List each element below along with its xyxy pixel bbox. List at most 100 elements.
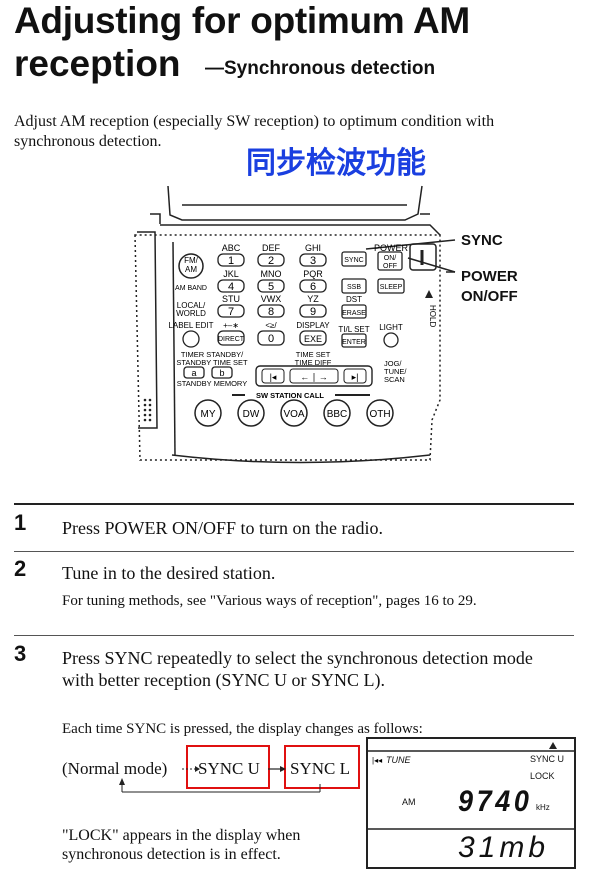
svg-text:2: 2 xyxy=(268,255,274,267)
svg-text:JOG/: JOG/ xyxy=(384,359,402,368)
power-key[interactable]: ON/ OFF xyxy=(377,251,403,271)
chinese-annotation: 同步检波功能 xyxy=(246,146,426,181)
exe-key[interactable] xyxy=(299,330,327,346)
step-3-text: Press SYNC repeatedly to select the sync… xyxy=(62,648,533,690)
sleep-key[interactable] xyxy=(377,278,405,294)
svg-text:VWX: VWX xyxy=(261,294,282,304)
sync-key[interactable]: SYNC xyxy=(341,251,367,267)
svg-text:SLEEP: SLEEP xyxy=(380,284,403,291)
radio-keypad-illustration: FM/ AM ABC DEF GHI 1 2 3 POWER SYNC ON/ … xyxy=(134,185,456,464)
key-0[interactable] xyxy=(257,330,285,346)
svg-text:ON/: ON/ xyxy=(384,255,397,262)
erase-key[interactable] xyxy=(341,304,367,319)
svg-text:AM: AM xyxy=(185,265,197,274)
svg-text:TUNE/: TUNE/ xyxy=(384,367,407,376)
svg-text:DIRECT: DIRECT xyxy=(218,336,245,343)
svg-text:3: 3 xyxy=(310,255,316,267)
ssb-key[interactable] xyxy=(341,278,367,294)
lcd-band: AM xyxy=(402,797,416,807)
svg-text:VOA: VOA xyxy=(283,409,304,420)
my-key[interactable] xyxy=(194,399,222,427)
power-callout-line1: POWER xyxy=(461,268,518,285)
key-1[interactable] xyxy=(217,253,245,267)
svg-text:EXE: EXE xyxy=(304,334,322,344)
svg-text:YZ: YZ xyxy=(307,294,319,304)
key-b[interactable] xyxy=(211,366,233,379)
svg-text:|◂: |◂ xyxy=(270,372,277,382)
key-3[interactable] xyxy=(299,253,327,267)
svg-text:DEF: DEF xyxy=(262,243,281,253)
svg-text:PQR: PQR xyxy=(303,269,323,279)
lcd-sync-u: SYNC U xyxy=(530,754,565,764)
dw-key[interactable] xyxy=(237,399,265,427)
enter-key[interactable] xyxy=(341,333,367,348)
svg-text:4: 4 xyxy=(228,281,234,293)
power-callout-line2: ON/OFF xyxy=(461,288,518,305)
svg-text:1: 1 xyxy=(228,255,234,267)
svg-text:WORLD: WORLD xyxy=(176,309,206,318)
svg-text:SCAN: SCAN xyxy=(384,375,405,384)
step-3-number: 3 xyxy=(14,641,27,666)
svg-text:OFF: OFF xyxy=(383,263,397,270)
key-a[interactable] xyxy=(183,366,205,379)
lcd-display: |◂◂ TUNE SYNC U LOCK AM 9740 kHz 31mb xyxy=(366,737,576,869)
jog-dial[interactable]: |◂ ← ∣ → ▸| xyxy=(255,365,373,387)
step-3-subtext: Each time SYNC is pressed, the display c… xyxy=(62,721,423,737)
voa-key[interactable] xyxy=(280,399,308,427)
svg-text:STU: STU xyxy=(222,294,240,304)
svg-text:DW: DW xyxy=(243,409,260,420)
svg-text:ABC: ABC xyxy=(222,243,241,253)
step-2-text: Tune in to the desired station. xyxy=(62,563,276,583)
divider xyxy=(14,551,574,552)
divider xyxy=(14,503,574,505)
highlight-box-sync-l xyxy=(284,745,360,789)
lcd-frequency: 9740 xyxy=(458,785,533,818)
svg-text:9: 9 xyxy=(310,306,316,318)
key-4[interactable] xyxy=(217,279,245,293)
svg-text:JKL: JKL xyxy=(223,269,239,279)
svg-text:LABEL EDIT: LABEL EDIT xyxy=(168,321,213,330)
step-1-number: 1 xyxy=(14,510,27,535)
lock-note: "LOCK" appears in the display when synch… xyxy=(62,827,301,863)
bbc-key[interactable] xyxy=(323,399,351,427)
svg-text:5: 5 xyxy=(268,281,274,293)
svg-text:DST: DST xyxy=(346,295,362,304)
svg-text:+‒∗: +‒∗ xyxy=(223,321,239,330)
lcd-tune: TUNE xyxy=(386,755,411,765)
divider xyxy=(14,635,574,636)
svg-text:a: a xyxy=(191,368,196,378)
fm-am-key[interactable]: FM/ AM xyxy=(178,253,204,279)
sequence-sync-l: SYNC L xyxy=(290,759,350,778)
svg-text:HOLD: HOLD xyxy=(428,305,437,327)
svg-text:MY: MY xyxy=(201,409,216,420)
svg-text:TIME DIFF: TIME DIFF xyxy=(295,358,332,367)
svg-text:6: 6 xyxy=(310,281,316,293)
svg-text:▸|: ▸| xyxy=(352,372,359,382)
label-edit-key[interactable] xyxy=(182,330,200,348)
oth-key[interactable] xyxy=(366,399,394,427)
page-title-line1: Adjusting for optimum AM xyxy=(14,0,470,41)
lcd-lock: LOCK xyxy=(530,771,555,781)
svg-text:7: 7 xyxy=(228,306,234,318)
direct-key[interactable] xyxy=(217,330,245,346)
intro-text: Adjust AM reception (especially SW recep… xyxy=(14,113,495,150)
key-6[interactable] xyxy=(299,279,327,293)
page-subtitle: —Synchronous detection xyxy=(205,58,436,79)
key-8[interactable] xyxy=(257,304,285,318)
key-9[interactable] xyxy=(299,304,327,318)
key-2[interactable] xyxy=(257,253,285,267)
svg-text:<≥/: <≥/ xyxy=(265,321,277,330)
svg-text:LOCAL/: LOCAL/ xyxy=(177,301,206,310)
svg-text:TIMER STANDBY/: TIMER STANDBY/ xyxy=(181,350,244,359)
svg-text:ERASE: ERASE xyxy=(342,310,366,317)
svg-text:8: 8 xyxy=(268,306,274,318)
step-2-number: 2 xyxy=(14,556,27,581)
key-5[interactable] xyxy=(257,279,285,293)
key-7[interactable] xyxy=(217,304,245,318)
sync-callout: SYNC xyxy=(461,232,503,249)
svg-text:POWER: POWER xyxy=(374,243,409,253)
highlight-box-sync-u xyxy=(186,745,270,789)
sequence-sync-u: SYNC U xyxy=(198,759,260,778)
step-1-text: Press POWER ON/OFF to turn on the radio. xyxy=(62,518,383,538)
light-key[interactable] xyxy=(383,332,399,348)
